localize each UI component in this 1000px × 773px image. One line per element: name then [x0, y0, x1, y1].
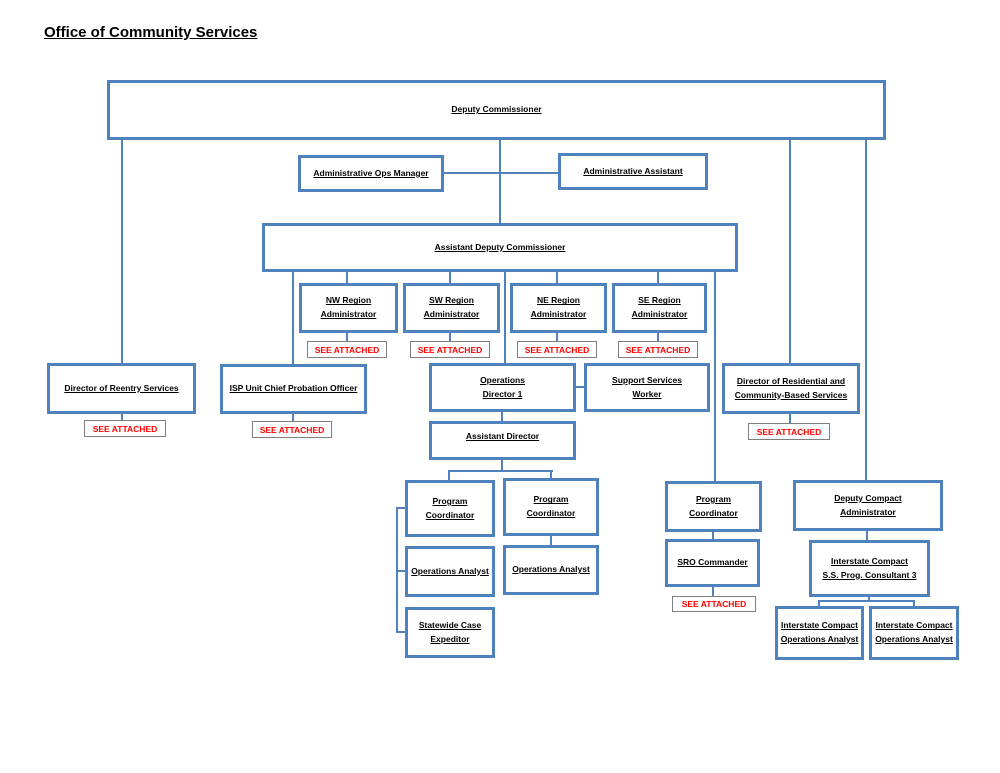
operations-director-1-box: Operations Director 1	[429, 363, 576, 412]
see-attached-note-ne-region-administrator: SEE ATTACHED	[517, 341, 597, 358]
director-of-residential-box: Director of Residential and Community-Ba…	[722, 363, 860, 414]
connector-segment	[504, 271, 506, 364]
see-attached-note-nw-region-administrator: SEE ATTACHED	[307, 341, 387, 358]
ne-region-administrator-box: NE Region Administrator	[510, 283, 607, 333]
connector-segment	[448, 470, 450, 481]
connector-segment	[449, 271, 451, 284]
see-attached-note-sro-commander: SEE ATTACHED	[672, 596, 756, 612]
connector-segment	[556, 332, 558, 342]
director-of-reentry-services-box: Director of Reentry Services	[47, 363, 196, 414]
connector-segment	[292, 271, 294, 365]
sro-commander-box: SRO Commander	[665, 539, 760, 587]
administrative-assistant-box: Administrative Assistant	[558, 153, 708, 190]
connector-segment	[576, 386, 585, 388]
program-coordinator-2-box: Program Coordinator	[503, 478, 599, 536]
isp-unit-chief-probation-officer-box: ISP Unit Chief Probation Officer	[220, 364, 367, 414]
connector-segment	[913, 600, 915, 607]
assistant-deputy-commissioner-box: Assistant Deputy Commissioner	[262, 223, 738, 272]
se-region-administrator-box: SE Region Administrator	[612, 283, 707, 333]
statewide-case-expeditor-box: Statewide Case Expeditor	[405, 607, 495, 658]
see-attached-note-director-of-residential: SEE ATTACHED	[748, 423, 830, 440]
see-attached-note-se-region-administrator: SEE ATTACHED	[618, 341, 698, 358]
connector-segment	[501, 411, 503, 422]
support-services-worker-box: Support Services Worker	[584, 363, 710, 412]
connector-segment	[657, 332, 659, 342]
connector-segment	[501, 459, 503, 471]
interstate-compact-operations-analyst-1-box: Interstate Compact Operations Analyst	[775, 606, 864, 660]
connector-segment	[346, 271, 348, 284]
administrative-ops-manager-box: Administrative Ops Manager	[298, 155, 444, 192]
connector-segment	[292, 413, 294, 422]
connector-segment	[714, 271, 716, 482]
program-coordinator-3-box: Program Coordinator	[665, 481, 762, 532]
connector-segment	[866, 530, 868, 541]
connector-segment	[550, 470, 552, 479]
connector-segment	[712, 586, 714, 597]
interstate-compact-operations-analyst-2-box: Interstate Compact Operations Analyst	[869, 606, 959, 660]
connector-segment	[550, 535, 552, 546]
operations-analyst-2-box: Operations Analyst	[503, 545, 599, 595]
program-coordinator-1-box: Program Coordinator	[405, 480, 495, 537]
connector-segment	[121, 413, 123, 421]
connector-segment	[657, 271, 659, 284]
sw-region-administrator-box: SW Region Administrator	[403, 283, 500, 333]
deputy-compact-administrator-box: Deputy Compact Administrator	[793, 480, 943, 531]
connector-segment	[818, 600, 820, 607]
see-attached-note-isp-unit-chief-probation-officer: SEE ATTACHED	[252, 421, 332, 438]
connector-segment	[789, 413, 791, 424]
connector-segment	[449, 332, 451, 342]
connector-segment	[556, 271, 558, 284]
see-attached-note-director-of-reentry-services: SEE ATTACHED	[84, 420, 166, 437]
connector-segment	[818, 600, 915, 602]
page-title: Office of Community Services	[44, 24, 258, 41]
connector-segment	[789, 140, 791, 364]
connector-segment	[396, 507, 407, 509]
connector-segment	[865, 140, 867, 481]
nw-region-administrator-box: NW Region Administrator	[299, 283, 398, 333]
deputy-commissioner-box: Deputy Commissioner	[107, 80, 886, 140]
connector-segment	[499, 140, 501, 224]
connector-segment	[396, 570, 407, 572]
interstate-compact-ss-prog-consultant-3-box: Interstate Compact S.S. Prog. Consultant…	[809, 540, 930, 597]
connector-segment	[448, 470, 553, 472]
operations-analyst-1-box: Operations Analyst	[405, 546, 495, 597]
connector-segment	[346, 332, 348, 342]
see-attached-note-sw-region-administrator: SEE ATTACHED	[410, 341, 490, 358]
connector-segment	[712, 531, 714, 540]
connector-segment	[396, 631, 407, 633]
assistant-director-box: Assistant Director	[429, 421, 576, 460]
connector-segment	[121, 140, 123, 364]
connector-segment	[868, 596, 870, 602]
connector-segment	[444, 172, 559, 174]
